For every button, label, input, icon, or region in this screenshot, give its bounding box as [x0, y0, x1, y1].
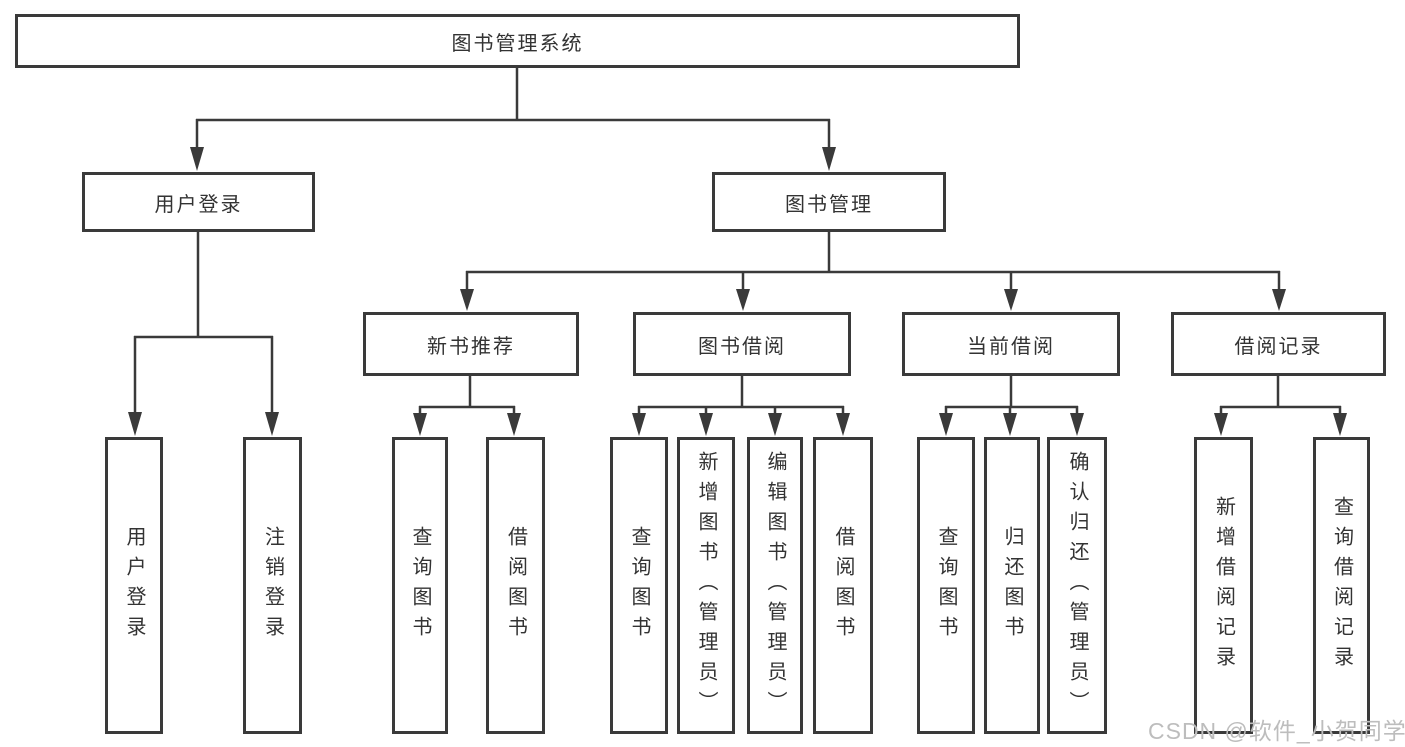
node-borrow-records-label: 借阅记录	[1234, 335, 1323, 358]
leaf-borrow-add-books-admin: 新增图书（管理员）	[677, 437, 735, 734]
leaf-logout: 注销登录	[243, 437, 302, 734]
leaf-recommend-borrow-books-label: 借阅图书	[504, 525, 527, 646]
node-borrow-records: 借阅记录	[1171, 312, 1386, 376]
leaf-current-query-books: 查询图书	[917, 437, 975, 734]
leaf-borrow-add-books-admin-label: 新增图书（管理员）	[695, 450, 717, 721]
csdn-watermark: CSDN @软件_小贺同学	[1148, 718, 1405, 744]
leaf-current-query-books-label: 查询图书	[935, 525, 957, 646]
node-root: 图书管理系统	[15, 14, 1020, 68]
leaf-borrow-query-books-label: 查询图书	[628, 525, 650, 646]
leaf-user-login-label: 用户登录	[123, 525, 145, 646]
leaf-borrow-borrow-books-label: 借阅图书	[832, 525, 854, 646]
leaf-current-confirm-return-admin-label: 确认归还（管理员）	[1066, 450, 1088, 721]
node-user-login: 用户登录	[82, 172, 315, 232]
leaf-recommend-query-books-label: 查询图书	[409, 525, 431, 646]
leaf-borrow-edit-books-admin: 编辑图书（管理员）	[747, 437, 803, 734]
node-book-borrow-label: 图书借阅	[698, 335, 786, 358]
leaf-current-return-books-label: 归还图书	[1001, 525, 1023, 646]
leaf-user-login: 用户登录	[105, 437, 163, 734]
node-new-book-recommend-label: 新书推荐	[427, 335, 515, 358]
node-book-management: 图书管理	[712, 172, 946, 232]
leaf-borrow-borrow-books: 借阅图书	[813, 437, 873, 734]
node-current-borrow: 当前借阅	[902, 312, 1120, 376]
node-book-management-label: 图书管理	[785, 193, 873, 216]
leaf-current-return-books: 归还图书	[984, 437, 1040, 734]
node-root-label: 图书管理系统	[451, 32, 584, 55]
leaf-recommend-borrow-books: 借阅图书	[486, 437, 545, 734]
node-new-book-recommend: 新书推荐	[363, 312, 579, 376]
leaf-records-add-record-label: 新增借阅记录	[1212, 495, 1235, 676]
node-book-borrow: 图书借阅	[633, 312, 851, 376]
leaf-borrow-query-books: 查询图书	[610, 437, 668, 734]
leaf-logout-label: 注销登录	[261, 525, 284, 646]
node-user-login-label: 用户登录	[154, 193, 243, 216]
leaf-borrow-edit-books-admin-label: 编辑图书（管理员）	[764, 450, 786, 721]
leaf-records-add-record: 新增借阅记录	[1194, 437, 1253, 734]
leaf-current-confirm-return-admin: 确认归还（管理员）	[1047, 437, 1107, 734]
leaf-recommend-query-books: 查询图书	[392, 437, 448, 734]
leaf-records-query-record: 查询借阅记录	[1313, 437, 1370, 734]
node-current-borrow-label: 当前借阅	[967, 335, 1055, 358]
leaf-records-query-record-label: 查询借阅记录	[1330, 495, 1353, 676]
